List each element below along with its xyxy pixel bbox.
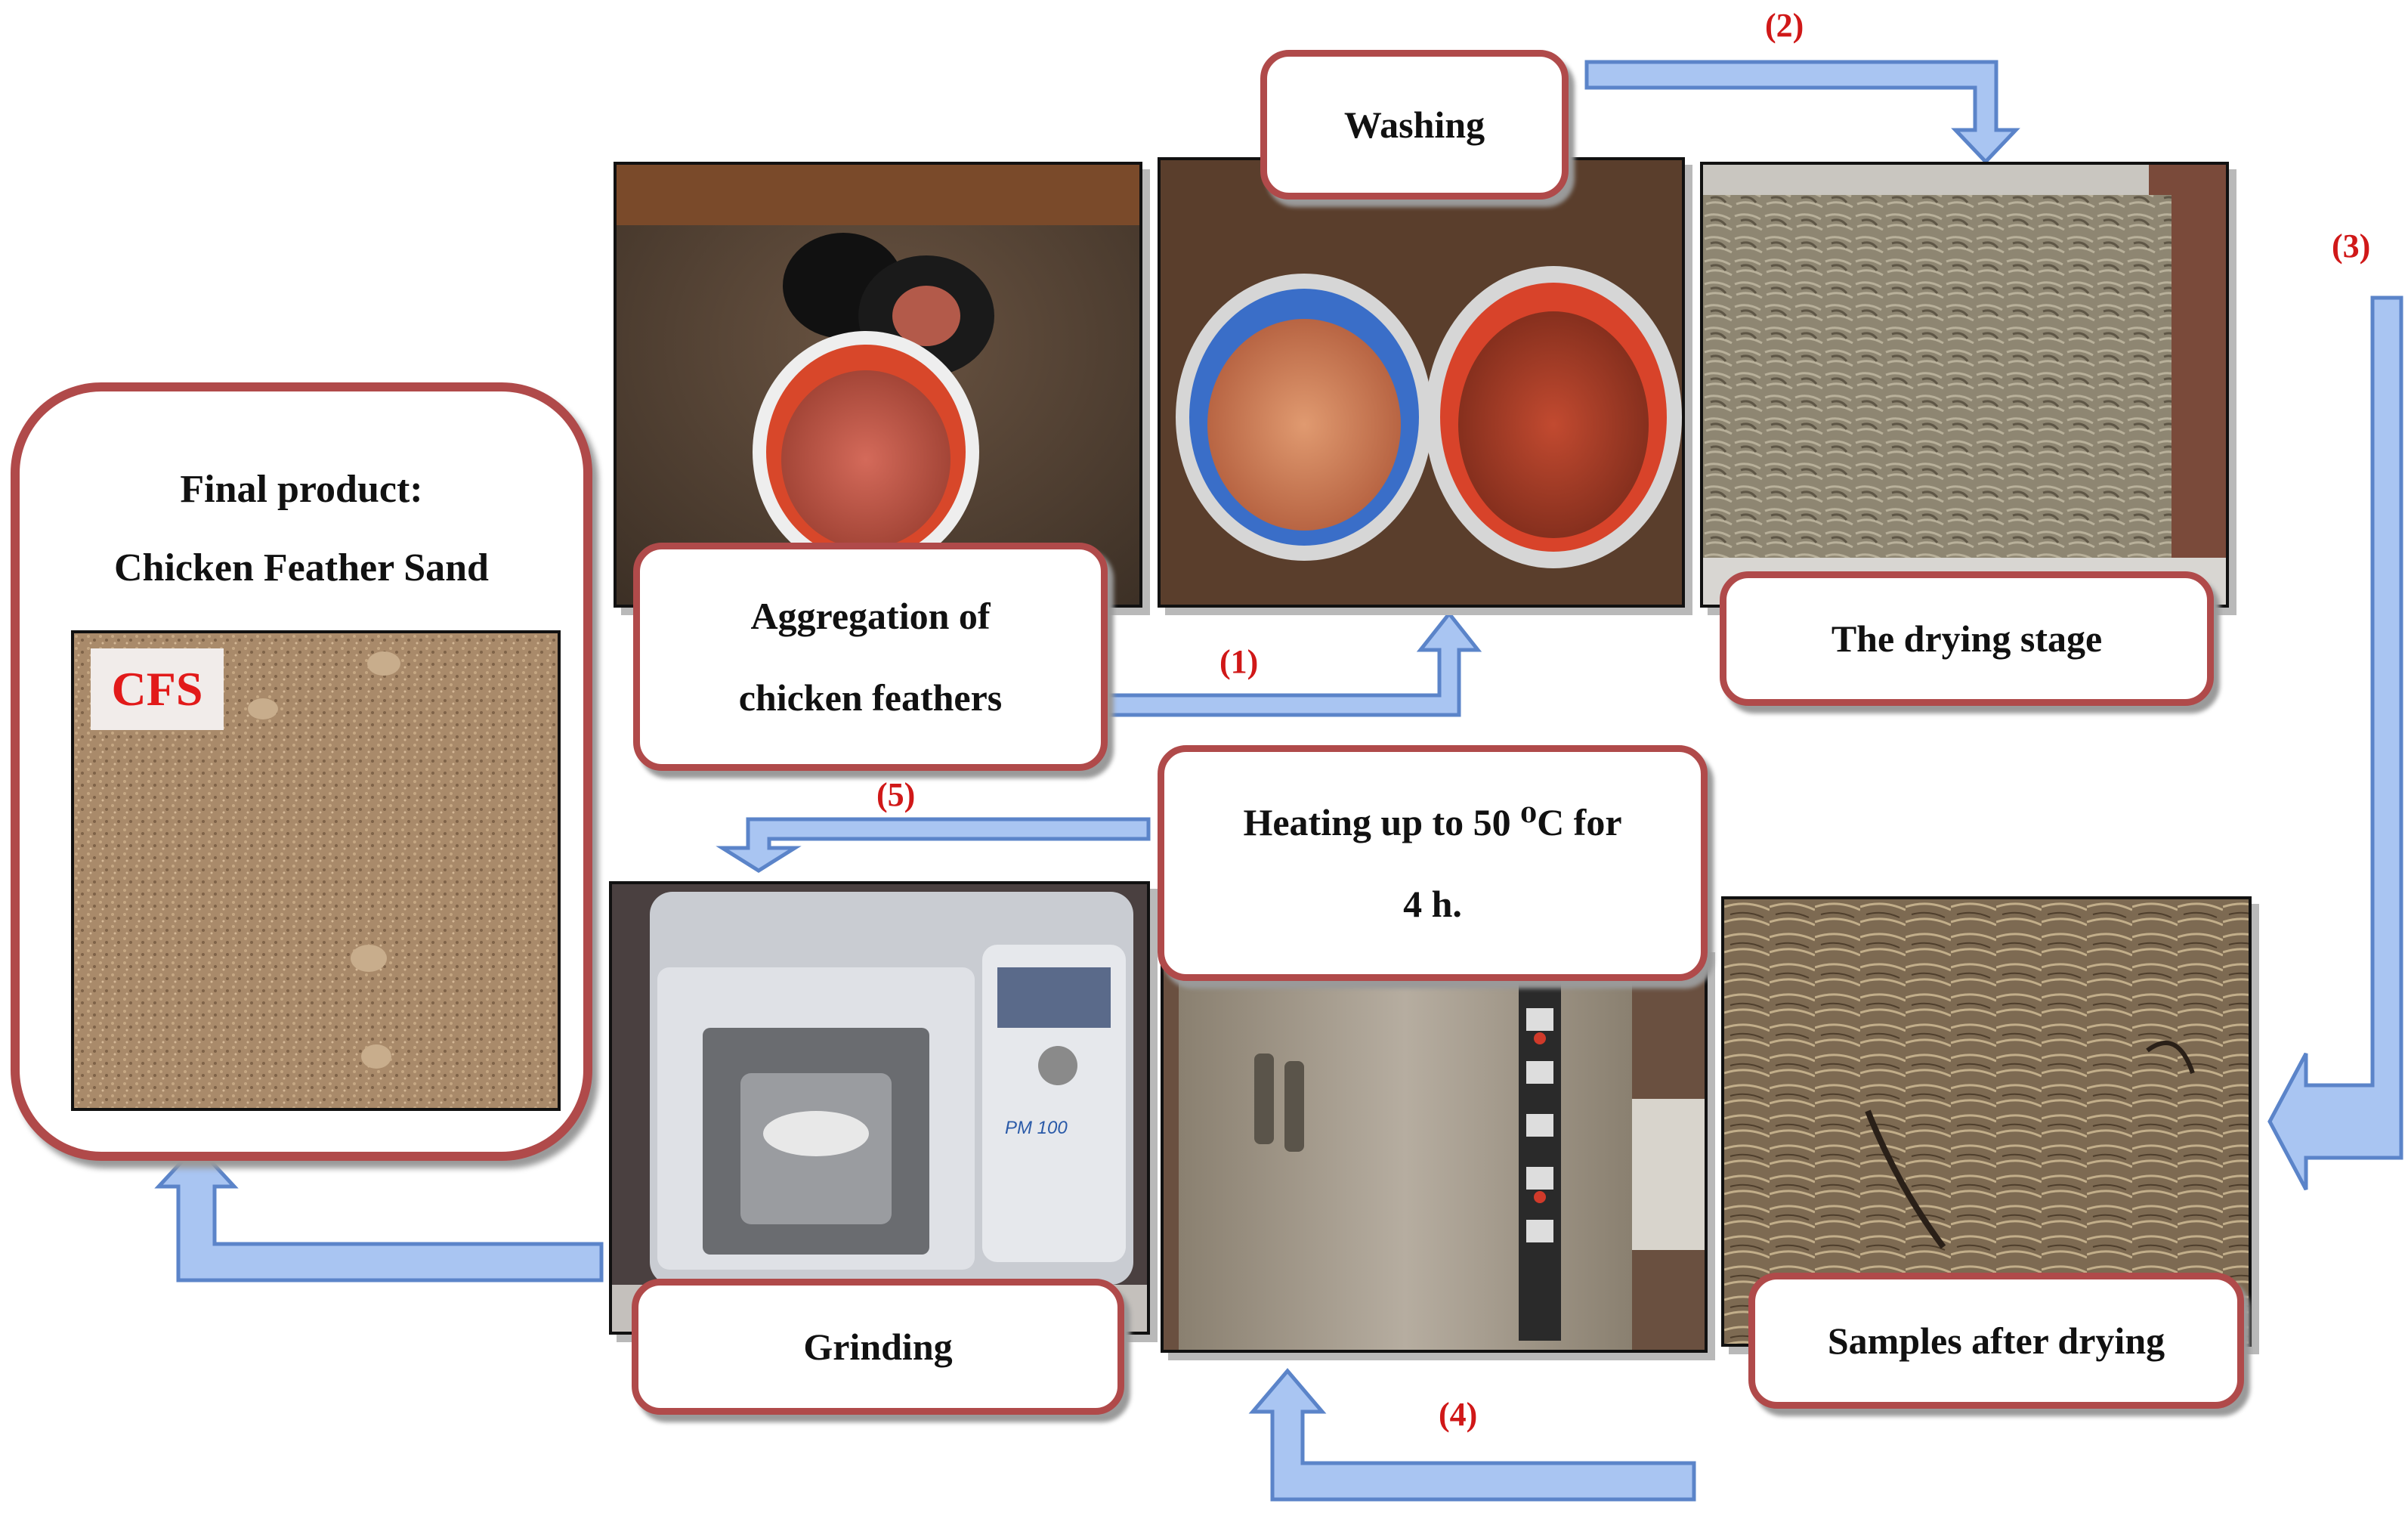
- final-product-title: Final product:: [180, 468, 423, 511]
- heating-label-line2: 4 h.: [1403, 883, 1462, 925]
- step-1-number: (1): [1219, 643, 1259, 680]
- oven-photo: [1161, 945, 1708, 1353]
- grinding-label: Grinding: [632, 1279, 1124, 1415]
- washing-photo: [1158, 157, 1685, 608]
- aggregation-label-line1: Aggregation of: [750, 595, 991, 637]
- final-product-box: Final product: Chicken Feather Sand CFS: [11, 382, 592, 1161]
- arrow-1-icon: [1101, 610, 1482, 717]
- heating-label-line1: Heating up to 50 ⁰C for: [1243, 801, 1622, 843]
- samples-after-drying-photo: [1721, 896, 2252, 1347]
- grinding-mill-photo: PM 100: [609, 881, 1150, 1335]
- arrow-3-icon: [2267, 295, 2403, 1191]
- step-2-number: (2): [1765, 7, 1804, 44]
- step-4-number: (4): [1439, 1396, 1478, 1433]
- arrow-2-icon: [1584, 60, 2020, 165]
- step-5-number: (5): [876, 776, 916, 813]
- washing-label-text: Washing: [1343, 104, 1485, 146]
- arrow-6-icon: [154, 1143, 604, 1282]
- cfs-tag: CFS: [91, 648, 224, 730]
- heating-label: Heating up to 50 ⁰C for 4 h.: [1158, 745, 1708, 981]
- aggregation-label-line2: chicken feathers: [738, 676, 1003, 719]
- drying-stage-photo: [1700, 162, 2229, 608]
- arrow-5-icon: [716, 817, 1151, 873]
- drying-stage-label: The drying stage: [1720, 571, 2214, 706]
- mill-model-text: PM 100: [1005, 1118, 1068, 1138]
- cfs-photo: CFS: [71, 630, 561, 1111]
- aggregation-photo: [614, 162, 1142, 608]
- washing-label: Washing: [1260, 50, 1569, 200]
- drying-stage-label-text: The drying stage: [1831, 617, 2103, 660]
- aggregation-label: Aggregation of chicken feathers: [633, 543, 1108, 771]
- arrow-4-icon: [1248, 1368, 1696, 1502]
- step-3-number: (3): [2332, 227, 2371, 265]
- grinding-label-text: Grinding: [803, 1326, 953, 1368]
- final-product-name: Chicken Feather Sand: [114, 546, 489, 589]
- samples-after-drying-label-text: Samples after drying: [1827, 1320, 2165, 1362]
- samples-after-drying-label: Samples after drying: [1748, 1273, 2244, 1409]
